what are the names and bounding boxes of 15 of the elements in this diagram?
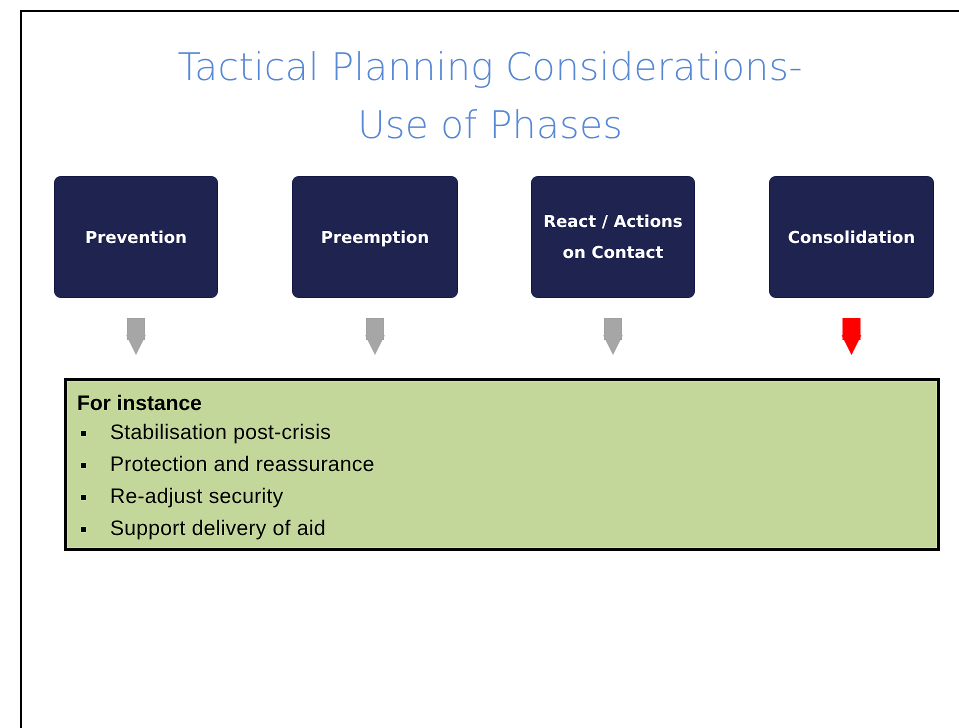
phase-box xyxy=(531,176,695,298)
phase-box xyxy=(54,176,218,298)
slide-title: Tactical Planning Considerations- Use of Phases xyxy=(176,44,804,149)
example-panel xyxy=(64,378,940,551)
list-item: Support delivery of aid xyxy=(110,517,326,541)
panel-heading: For instance xyxy=(77,391,203,417)
phase-box xyxy=(292,176,458,298)
phase-label: Prevention xyxy=(85,226,187,248)
list-item: Stabilisation post-crisis xyxy=(110,421,332,445)
phase-box xyxy=(769,176,934,298)
phase-label: React / Actions on Contact xyxy=(542,211,684,264)
phase-label: Preemption xyxy=(320,226,430,248)
list-item: Re-adjust security xyxy=(110,485,284,509)
list-item: Protection and reassurance xyxy=(110,453,375,477)
phase-label: Consolidation xyxy=(788,226,916,248)
